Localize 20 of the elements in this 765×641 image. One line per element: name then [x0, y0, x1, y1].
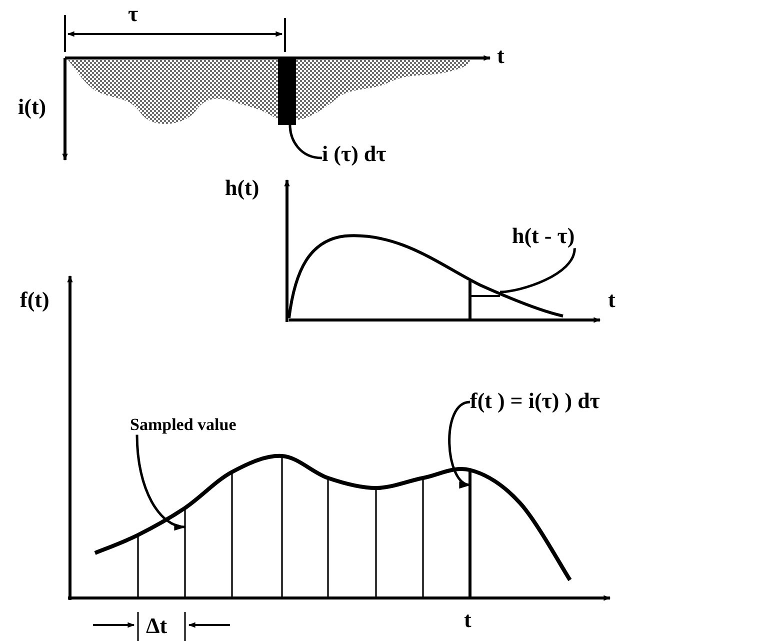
callout-label: i (τ) dτ [322, 142, 386, 166]
axis-label: f(t) [20, 288, 50, 312]
dimension-label: Δt [146, 614, 168, 638]
axis-label: t [464, 608, 472, 632]
leader-line [500, 248, 576, 294]
sample-line [468, 281, 500, 320]
leader-line [448, 400, 472, 486]
leader-line [288, 124, 322, 160]
sample-line [468, 470, 472, 598]
sample-line [184, 508, 186, 598]
leader-line [136, 434, 186, 530]
callout-label: h(t - τ) [512, 224, 575, 248]
dimension-label: τ [128, 2, 138, 26]
highlighted-strip [278, 58, 296, 125]
axis-label: t [608, 288, 616, 312]
formula-label: f(t ) = i(τ) ) dτ [470, 389, 600, 414]
axis-label: i(t) [18, 95, 46, 120]
axis-label: t [497, 44, 504, 68]
callout-label: Sampled value [130, 416, 236, 435]
axis-label: h(t) [225, 176, 260, 200]
